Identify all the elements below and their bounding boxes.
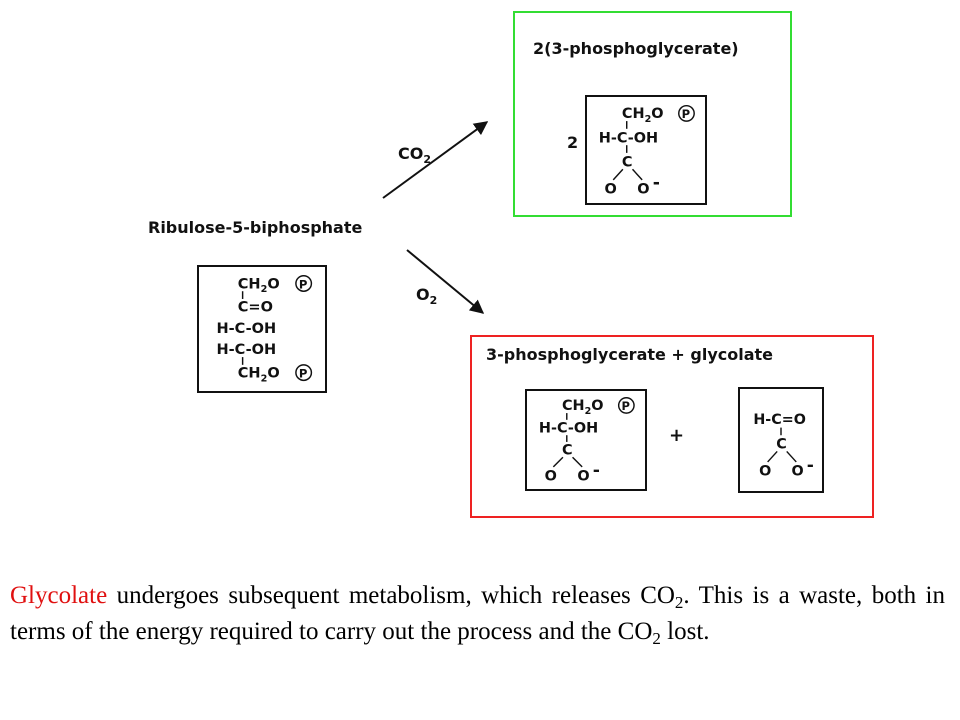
- pga-structure-top: CH2O P H-C-OH C O O -: [585, 95, 707, 205]
- glycolate-row1: H-C=O: [753, 412, 806, 428]
- phosphate-icon: P: [299, 366, 308, 380]
- glycolate-row2: C: [776, 437, 787, 453]
- oxygenation-product-title: 3-phosphoglycerate + glycolate: [486, 345, 774, 364]
- ribulose-structure: CH2O P C=O H-C-OH H-C-OH CH2O P: [197, 265, 327, 393]
- ribulose-row1: CH2O: [238, 276, 280, 295]
- ribulose-row4: H-C-OH: [216, 342, 276, 358]
- pga-structure-bottom: CH2O P H-C-OH C O O -: [525, 389, 647, 491]
- stoichiometric-coefficient: 2: [567, 133, 579, 152]
- negative-charge: -: [807, 456, 814, 476]
- ribulose-row3: H-C-OH: [216, 321, 276, 337]
- oxygenation-product-box: 3-phosphoglycerate + glycolate CH2O P H-…: [470, 335, 874, 518]
- glycolate-row3-left: O: [759, 463, 771, 479]
- co2-label: CO2: [398, 144, 431, 167]
- pga-row2: H-C-OH: [599, 130, 658, 146]
- caption-text: Glycolate undergoes subsequent metabolis…: [10, 582, 946, 648]
- pga-row1: CH2O: [562, 398, 604, 417]
- pga-row4-left: O: [545, 468, 557, 484]
- carboxylation-product-box: 2(3-phosphoglycerate) 2 CH2O P H-C-OH C …: [513, 11, 792, 217]
- glycolate-structure: H-C=O C O O -: [738, 387, 824, 493]
- pga-row1: CH2O: [622, 106, 664, 125]
- substrate-label: Ribulose-5-biphosphate: [148, 218, 363, 237]
- pga-row4-right: O: [577, 468, 589, 484]
- pga-row4-right: O: [637, 181, 649, 197]
- o2-label: O2: [416, 285, 438, 308]
- pga-row4-left: O: [605, 181, 617, 197]
- pga-row3: C: [562, 442, 573, 458]
- phosphate-icon: P: [622, 399, 630, 413]
- arrow-to-carboxylation: [382, 121, 489, 199]
- carboxylation-product-title: 2(3-phosphoglycerate): [533, 39, 739, 58]
- negative-charge: -: [653, 174, 660, 194]
- negative-charge: -: [593, 461, 600, 481]
- pga-row3: C: [622, 154, 633, 170]
- ribulose-row2: C=O: [238, 300, 273, 316]
- glycolate-row3-right: O: [791, 463, 803, 479]
- plus-sign: +: [669, 425, 685, 446]
- phosphate-icon: P: [299, 277, 308, 291]
- arrow-to-oxygenation: [406, 249, 485, 314]
- ribulose-row5: CH2O: [238, 365, 280, 384]
- pga-row2: H-C-OH: [539, 420, 598, 436]
- phosphate-icon: P: [682, 107, 690, 121]
- caption-highlight: Glycolate: [10, 582, 108, 609]
